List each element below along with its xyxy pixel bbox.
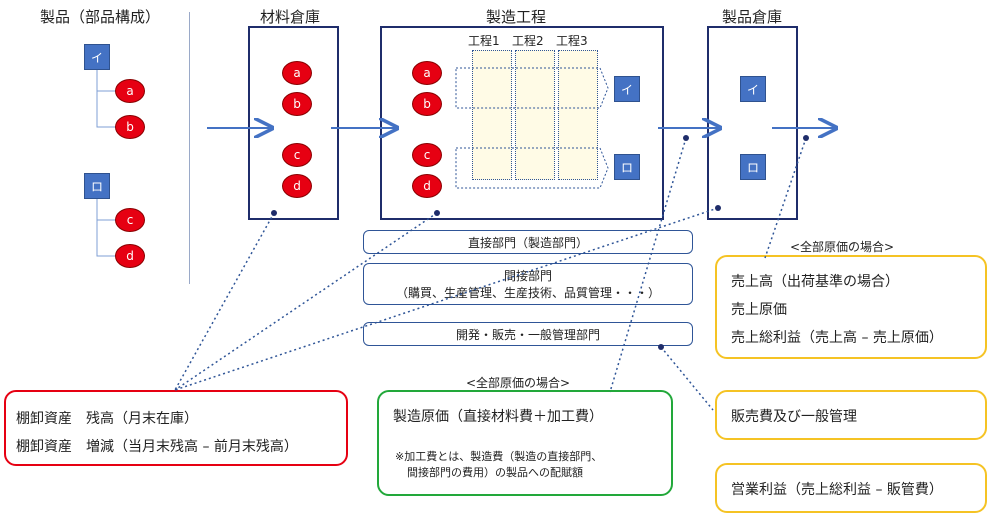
direct-department: 直接部門（製造部門）: [363, 230, 693, 254]
material-part-b: b: [282, 92, 312, 116]
process-label-1: 工程1: [468, 34, 500, 48]
manufacturing-title: 製造工程: [486, 8, 547, 26]
product-tree-lines: [96, 70, 115, 257]
full-cost-label-left: <全部原価の場合>: [466, 376, 571, 390]
manufacturing-cost-title: 製造原価（直接材料費＋加工費）: [393, 409, 603, 425]
process-flow-outlines: [455, 67, 609, 189]
inventory-change: 棚卸資産 増減（当月末残高 – 前月末残高）: [16, 439, 298, 455]
process-part-c: c: [412, 143, 442, 167]
material-part-d: d: [282, 174, 312, 198]
process-column-1: [472, 50, 512, 180]
leader-dots: [271, 135, 809, 350]
operating-profit-box: 営業利益（売上総利益 – 販管費）: [715, 463, 987, 513]
processing-cost-note-1: ※加工費とは、製造費（製造の直接部門、: [395, 450, 603, 463]
material-part-a: a: [282, 61, 312, 85]
product-warehouse-title: 製品倉庫: [722, 8, 783, 26]
process-part-d: d: [412, 174, 442, 198]
warehouse-product-i: イ: [740, 76, 766, 102]
leader-lines: [174, 137, 807, 411]
output-product-i: イ: [614, 76, 640, 102]
general-department-label: 開発・販売・一般管理部門: [455, 327, 600, 342]
material-part-c: c: [282, 143, 312, 167]
indirect-department-title: 間接部門: [503, 269, 552, 283]
warehouse-product-ro: ロ: [740, 154, 766, 180]
manufacturing-cost-box: 製造原価（直接材料費＋加工費） ※加工費とは、製造費（製造の直接部門、 間接部門…: [377, 390, 673, 496]
process-label-2: 工程2: [512, 34, 544, 48]
process-part-b: b: [412, 92, 442, 116]
cost-of-sales: 売上原価: [731, 302, 787, 318]
product-ro-part-d: d: [115, 244, 145, 268]
operating-profit-label: 営業利益（売上総利益 – 販管費）: [731, 482, 943, 498]
inventory-balance: 棚卸資産 残高（月末在庫）: [16, 411, 198, 427]
sales-revenue: 売上高（出荷基準の場合）: [731, 274, 899, 290]
process-column-2: [515, 50, 555, 180]
sales-box: 売上高（出荷基準の場合） 売上原価 売上総利益（売上高 – 売上原価）: [715, 255, 987, 359]
sga-label: 販売費及び一般管理: [731, 409, 857, 425]
product-warehouse-box: [707, 26, 798, 220]
general-department: 開発・販売・一般管理部門: [363, 322, 693, 346]
process-part-a: a: [412, 61, 442, 85]
processing-cost-note-2: 間接部門の費用）の製品への配賦額: [407, 466, 583, 479]
material-warehouse-title: 材料倉庫: [260, 8, 321, 26]
indirect-department: 間接部門 （購買、生産管理、生産技術、品質管理・・・）: [363, 263, 693, 305]
process-column-3: [558, 50, 598, 180]
product-i-square: イ: [84, 44, 110, 70]
indirect-department-detail: （購買、生産管理、生産技術、品質管理・・・）: [395, 286, 660, 300]
product-ro-square: ロ: [84, 173, 110, 199]
sga-box: 販売費及び一般管理: [715, 390, 987, 440]
output-product-ro: ロ: [614, 154, 640, 180]
gross-profit: 売上総利益（売上高 – 売上原価）: [731, 330, 943, 346]
products-title: 製品（部品構成）: [40, 8, 161, 26]
full-cost-label-right: <全部原価の場合>: [790, 240, 895, 254]
process-label-3: 工程3: [556, 34, 588, 48]
direct-department-label: 直接部門（製造部門）: [467, 235, 588, 250]
section-divider: [189, 12, 190, 284]
product-i-part-b: b: [115, 115, 145, 139]
product-ro-part-c: c: [115, 208, 145, 232]
inventory-box: 棚卸資産 残高（月末在庫） 棚卸資産 増減（当月末残高 – 前月末残高）: [4, 390, 348, 466]
product-i-part-a: a: [115, 79, 145, 103]
